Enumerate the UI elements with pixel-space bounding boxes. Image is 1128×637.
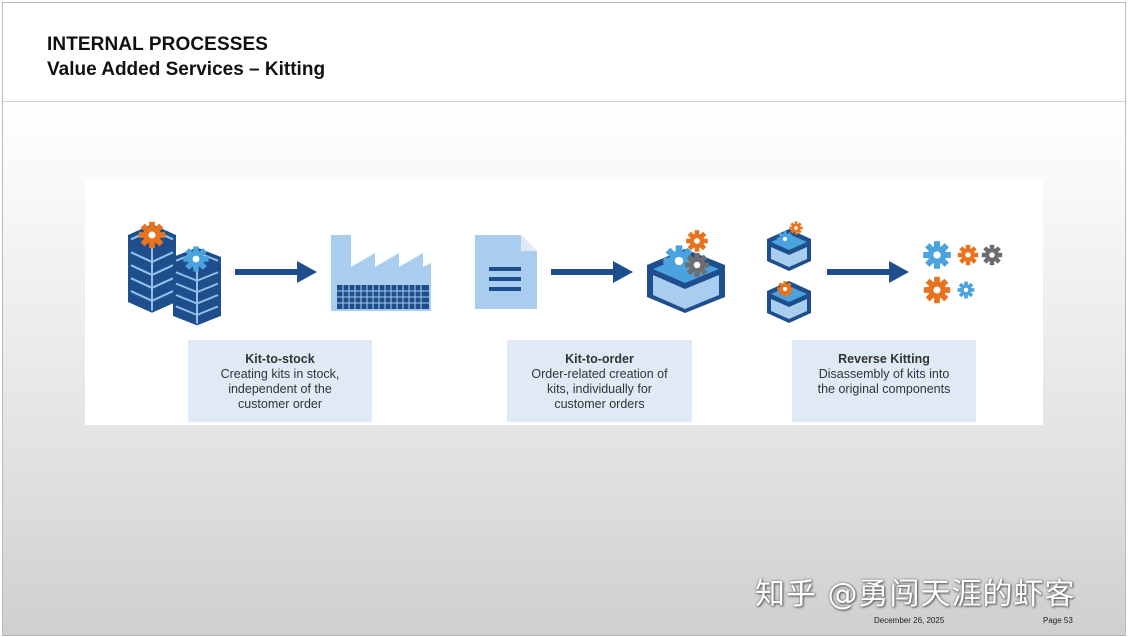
reverse-kitting-heading: Reverse Kitting: [838, 352, 930, 366]
small-kit-boxes-icon: [767, 221, 811, 323]
kit-to-stock-line-1: Creating kits in stock,: [220, 367, 340, 381]
slide-subtitle: Value Added Services – Kitting: [47, 59, 326, 80]
reverse-kitting-box: Reverse Kitting Disassembly of kits into…: [792, 340, 976, 422]
stacked-boxes-with-gears-icon: [126, 221, 222, 327]
kit-to-stock-line-2: independent of the: [228, 382, 332, 396]
footer-page-number: Page 53: [1043, 616, 1073, 625]
kitting-diagram: Kit-to-stock Creating kits in stock, ind…: [85, 179, 1043, 425]
right-arrow-icon: [827, 261, 909, 283]
right-arrow-icon: [235, 261, 317, 283]
separate-gears-icon: [923, 241, 1003, 304]
kit-to-order-line-2: kits, individually for: [547, 382, 652, 396]
factory-icon: [331, 235, 431, 311]
kit-to-order-box: Kit-to-order Order-related creation of k…: [507, 340, 692, 422]
kit-to-order-heading: Kit-to-order: [565, 352, 634, 366]
reverse-kitting-line-1: Disassembly of kits into: [818, 367, 950, 381]
right-arrow-icon: [551, 261, 633, 283]
slide-header: INTERNAL PROCESSES Value Added Services …: [3, 3, 1125, 102]
footer-date: December 26, 2025: [874, 616, 945, 625]
slide-title: INTERNAL PROCESSES: [47, 34, 269, 55]
kit-to-order-line-3: customer orders: [554, 397, 645, 411]
kitting-illustration: [126, 221, 1003, 327]
kit-box-with-gears-icon: [647, 230, 725, 313]
reverse-kitting-line-2: the original components: [817, 382, 951, 396]
document-icon: [475, 235, 537, 309]
kit-to-order-line-1: Order-related creation of: [531, 367, 668, 381]
watermark: 知乎 @勇闯天涯的虾客: [755, 577, 1076, 612]
kit-to-stock-heading: Kit-to-stock: [245, 352, 315, 366]
kit-to-stock-line-3: customer order: [237, 397, 323, 411]
kit-to-stock-box: Kit-to-stock Creating kits in stock, ind…: [188, 340, 372, 422]
